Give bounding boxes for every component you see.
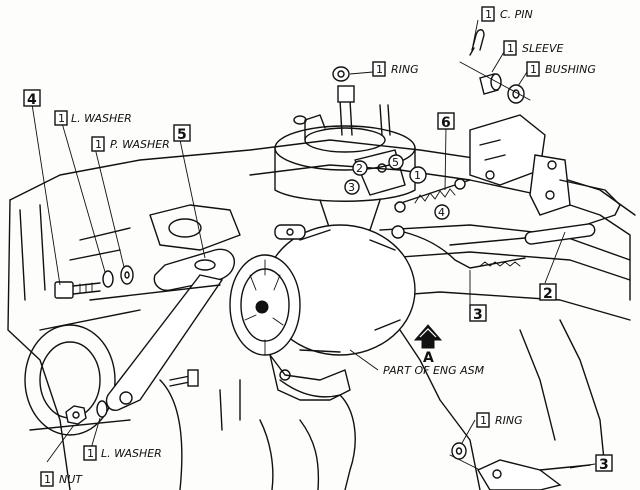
stud [169, 369, 199, 387]
linkage-number-5: 5 [392, 156, 399, 169]
nut-label: NUT [59, 473, 83, 486]
l-washer-bottom-qty: 1 [87, 447, 94, 460]
plain-washer [120, 265, 134, 285]
callout-bushing: 1 BUSHING [526, 61, 596, 77]
callout-item-2: 2 [539, 283, 557, 302]
linkage-number-2: 2 [356, 162, 363, 175]
ring-top [332, 66, 350, 82]
item-3-bottom-number: 3 [599, 457, 609, 473]
callout-l-washer-top: 1 L. WASHER [54, 110, 132, 126]
bushing [459, 61, 531, 104]
alternator-lower-bracket [269, 354, 351, 401]
ring-bottom-label: RING [495, 414, 523, 427]
callout-ring-top: 1 RING [372, 61, 419, 77]
callout-item-4: 4 [23, 89, 41, 108]
item-3-number: 3 [473, 307, 483, 323]
nut [65, 405, 87, 425]
sleeve [479, 73, 502, 95]
l-washer-bottom-label: L. WASHER [101, 447, 162, 460]
sleeve-label: SLEEVE [522, 42, 564, 55]
c-pin-label: C. PIN [500, 8, 533, 21]
callout-nut: 1 NUT [40, 471, 83, 487]
clevis-pin [469, 29, 485, 56]
ring-top-label: RING [391, 63, 419, 76]
lock-washer-bottom [96, 400, 108, 418]
c-pin-qty: 1 [485, 8, 492, 21]
bolt [54, 281, 101, 299]
leader-lines [31, 19, 596, 469]
callout-sleeve: 1 SLEEVE [503, 40, 564, 56]
rod-3 [391, 225, 526, 269]
adjusting-strap [89, 248, 235, 411]
linkage-circle-5: 5 [388, 154, 404, 170]
alternator [229, 224, 416, 356]
item-6-number: 6 [441, 115, 451, 131]
callout-ring-bottom: 1 RING [476, 412, 523, 428]
carburetor [274, 85, 416, 231]
exhaust-manifold [159, 379, 356, 490]
item-5-number: 5 [177, 127, 187, 143]
spring-rod [394, 178, 471, 213]
linkage-number-4: 4 [438, 206, 445, 219]
engine-block-outline [7, 139, 636, 490]
callout-p-washer: 1 P. WASHER [91, 136, 170, 152]
p-washer-label: P. WASHER [110, 138, 170, 151]
linkage-circle-3: 3 [344, 179, 360, 195]
bushing-qty: 1 [530, 63, 537, 76]
view-arrow [413, 324, 443, 349]
cable-bracket [469, 114, 571, 216]
item-4-number: 4 [27, 92, 37, 108]
callout-item-3-bottom: 3 [595, 454, 613, 473]
callout-c-pin: 1 C. PIN [481, 6, 533, 22]
l-washer-top-qty: 1 [58, 112, 65, 125]
linkage-number-3: 3 [348, 181, 355, 194]
ring-bottom-qty: 1 [480, 414, 487, 427]
callout-item-5: 5 [173, 124, 191, 143]
engine-assembly-note: PART OF ENG ASM [383, 364, 485, 377]
sleeve-qty: 1 [507, 42, 514, 55]
linkage-circle-1: 1 [409, 166, 427, 184]
item-2-number: 2 [543, 286, 553, 302]
ring-top-qty: 1 [376, 63, 383, 76]
p-washer-qty: 1 [95, 138, 102, 151]
linkage-circle-4: 4 [434, 204, 450, 220]
l-washer-top-label: L. WASHER [71, 112, 132, 125]
throttle-lever [354, 149, 406, 196]
callout-l-washer-bottom: 1 L. WASHER [83, 445, 162, 461]
callout-item-3: 3 [469, 304, 487, 323]
linkage-number-1: 1 [414, 169, 421, 182]
view-marker-a: A [423, 350, 434, 366]
callout-item-6: 6 [437, 112, 455, 131]
bushing-label: BUSHING [545, 63, 596, 76]
inset-detail [449, 442, 591, 490]
rod-2 [449, 179, 621, 246]
linkage-circle-2: 2 [352, 160, 368, 176]
lock-washer-top [102, 270, 114, 288]
crank-pulley [24, 309, 141, 436]
nut-qty: 1 [44, 473, 51, 486]
